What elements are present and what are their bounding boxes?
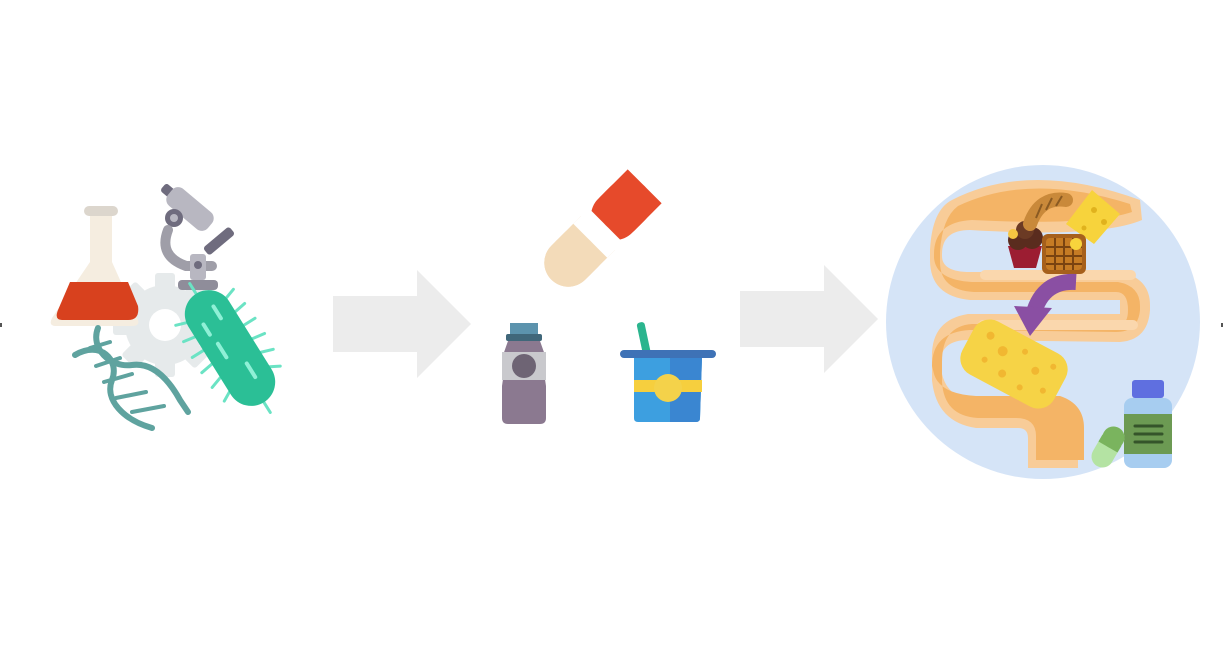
dna-icon: [72, 325, 191, 431]
yogurt-cup-icon: [620, 322, 716, 422]
bacterium-icon: [174, 282, 282, 414]
sponge-icon: [960, 319, 1068, 409]
arrow-right-icon: [740, 265, 880, 373]
gut-cluster: [880, 160, 1210, 480]
right-edge-tick: [1221, 323, 1223, 327]
arrow-right-icon: [333, 270, 473, 378]
products-cluster: [490, 160, 730, 430]
microscope-icon: [160, 184, 235, 290]
capsule-icon: [1091, 426, 1125, 468]
left-edge-tick: [0, 323, 2, 327]
supplement-bottle-icon: [1124, 380, 1172, 468]
probiotic-drink-bottle-icon: [502, 323, 546, 424]
arrow-icon: [1014, 273, 1077, 336]
research-cluster: [40, 170, 290, 450]
food-icons: [1008, 190, 1120, 274]
capsule-icon: [544, 169, 662, 287]
flask-icon: [50, 206, 139, 326]
